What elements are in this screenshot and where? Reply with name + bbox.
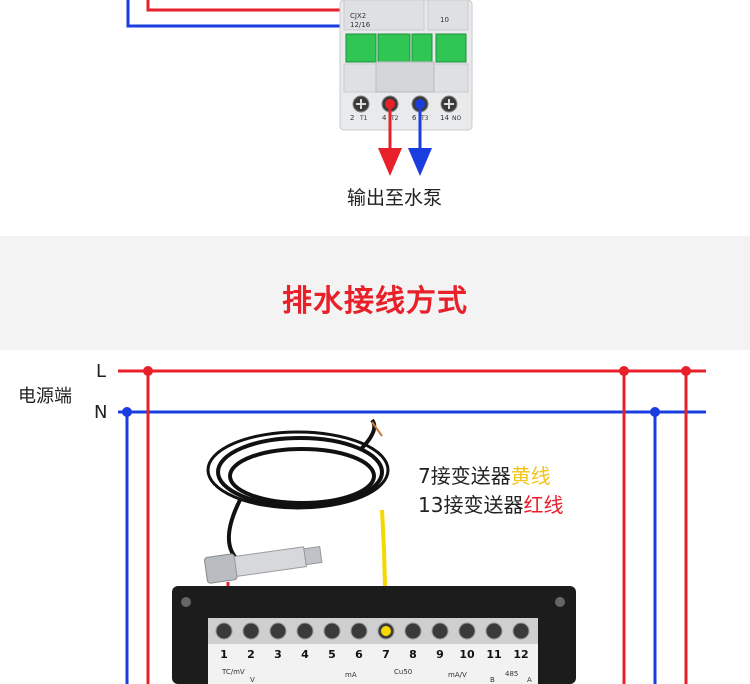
- terminal-number: 5: [328, 648, 336, 661]
- red-wire-top: [146, 0, 345, 12]
- contactor-green-block-4: [435, 33, 467, 63]
- terminal-number: 8: [409, 648, 417, 661]
- label-ma-v: mA/V: [448, 671, 467, 679]
- contactor-model: CJX2: [350, 12, 367, 20]
- label-a: A: [527, 676, 532, 684]
- label-ma: mA: [345, 671, 357, 679]
- contactor-term-4: 14: [440, 114, 449, 122]
- power-source-label: 电源端: [18, 386, 72, 407]
- contactor-green-block-2: [377, 33, 411, 63]
- contactor-term-2: 4: [382, 114, 387, 122]
- label-485: 485: [505, 670, 519, 678]
- red-wire-word: 红线: [523, 493, 564, 517]
- red-arrow-icon: [378, 148, 402, 176]
- blue-wire-top: [126, 0, 345, 28]
- contactor-term-3-sub: T3: [421, 115, 429, 122]
- terminal-number: 3: [274, 648, 282, 661]
- line-L-label: L: [96, 361, 107, 382]
- terminal-number: 10: [459, 648, 475, 661]
- note-terminal-7: 7接变送器黄线: [418, 460, 551, 489]
- terminal-number: 9: [436, 648, 444, 661]
- section-title: 排水接线方式: [282, 284, 468, 319]
- transmitter-cable: [206, 418, 390, 560]
- terminal-number: 11: [486, 648, 502, 661]
- contactor-aux-label: 10: [440, 16, 449, 24]
- title-band: [0, 236, 750, 350]
- terminal-number: 4: [301, 648, 309, 661]
- pump-output-label: 输出至水泵: [347, 187, 443, 209]
- contactor-term-1-sub: T1: [360, 115, 368, 122]
- blue-arrow-icon: [408, 148, 432, 176]
- contactor-term-2-sub: T2: [391, 115, 399, 122]
- contactor-rating: 12/16: [350, 21, 371, 29]
- cable-tip: [371, 421, 383, 437]
- contactor-graphic: [126, 0, 473, 176]
- terminal-number: 2: [247, 648, 255, 661]
- contactor-term-1: 2: [350, 114, 355, 122]
- pressure-probe: [204, 545, 323, 584]
- terminal-number: 12: [513, 648, 529, 661]
- terminal-number: 6: [355, 648, 363, 661]
- label-tc-mv: TC/mV: [222, 668, 245, 676]
- line-N-label: N: [94, 402, 108, 423]
- yellow-wire-word: 黄线: [510, 464, 551, 488]
- contactor-green-block-1: [345, 33, 377, 63]
- contactor-term-4-sub: NO: [452, 115, 462, 122]
- drain-wiring-graphic: [118, 366, 706, 684]
- contactor-term-3: 6: [412, 114, 417, 122]
- label-b: B: [490, 676, 495, 684]
- contactor-green-block-3: [411, 33, 433, 63]
- terminal-number: 1: [220, 648, 228, 661]
- label-cu50: Cu50: [394, 668, 413, 676]
- note-terminal-7-text: 7接变送器: [418, 464, 511, 488]
- terminal-screws: [215, 622, 530, 640]
- note-terminal-13: 13接变送器红线: [418, 489, 563, 518]
- label-v: V: [250, 676, 255, 684]
- terminal-number: 7: [382, 648, 390, 661]
- note-terminal-13-text: 13接变送器: [418, 493, 524, 517]
